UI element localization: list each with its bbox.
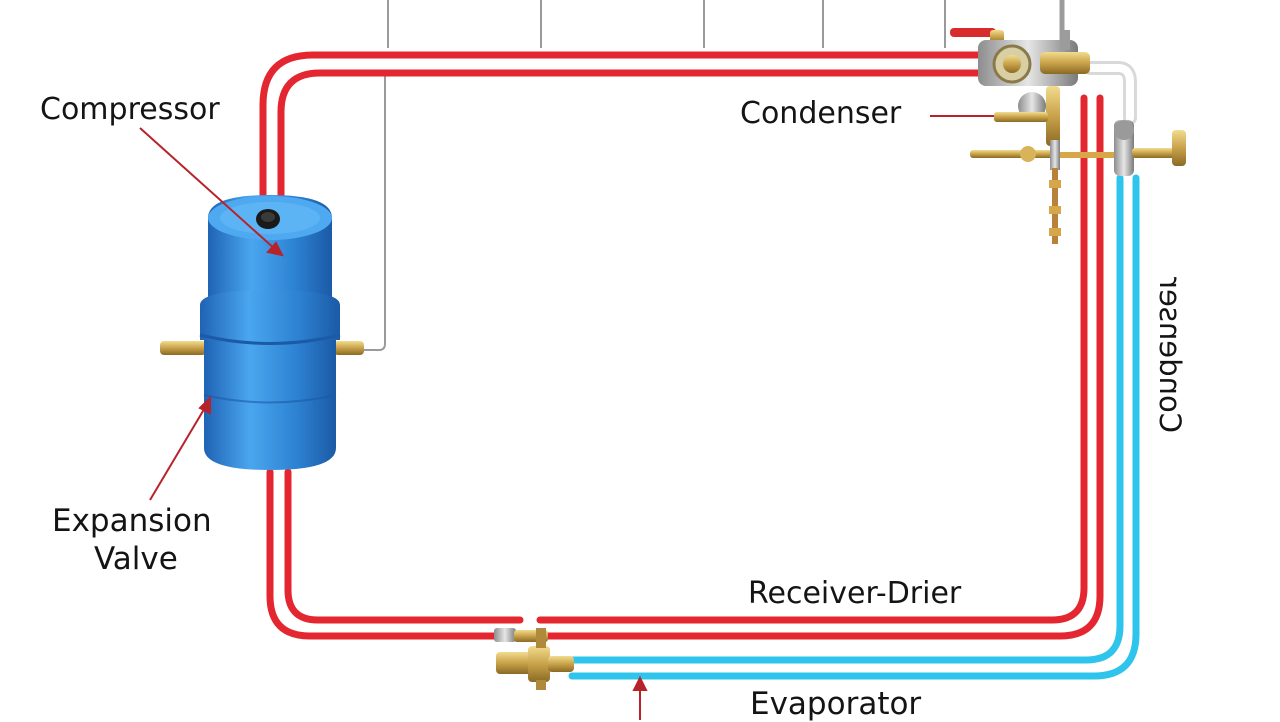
- hot-line-loop: [259, 51, 1104, 640]
- cold-line: [568, 174, 1140, 680]
- evaporator-label: Evaporator: [750, 686, 922, 722]
- receiver-drier-fitting-icon: [494, 628, 574, 690]
- white-pipe: [1083, 61, 1137, 125]
- gray-lines: [360, 0, 1065, 351]
- expansion-valve-label-line1: Expansion: [52, 503, 212, 539]
- receiver-drier-label: Receiver-Drier: [748, 576, 962, 611]
- expansion-valve-label-line2: Valve: [94, 541, 178, 577]
- compressor-label: Compressor: [40, 92, 220, 127]
- compressor-tank-icon: [160, 195, 364, 470]
- valve-cluster-icon: [950, 28, 1186, 244]
- side-condenser-label: Condenser: [1153, 277, 1187, 433]
- pointer-arrows: [139, 115, 994, 720]
- condenser-label: Condenser: [740, 96, 902, 131]
